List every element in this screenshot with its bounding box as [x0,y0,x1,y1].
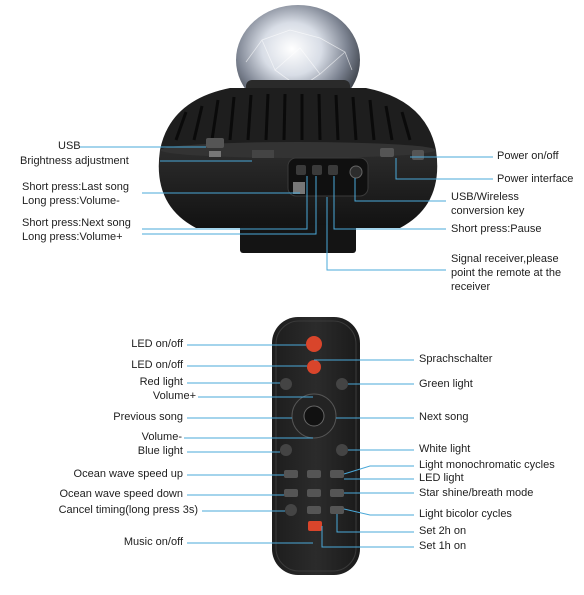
label-power-on-off: Power on/off [497,150,559,162]
label-light-monochromatic-cycles: Light monochromatic cycles [419,459,555,471]
label-short-press-next-song: Short press:Next song [22,217,131,229]
label-ocean-wave-speed-down: Ocean wave speed down [59,488,183,500]
label-set-2h-on: Set 2h on [419,525,467,537]
speaker-leader-lines [80,146,493,271]
label-star-shine-breath-mode: Star shine/breath mode [419,487,534,499]
speaker-device [158,5,438,253]
label-point-remote: point the remote at the [451,267,562,279]
label-signal-receiver: Signal receiver,please [451,253,559,265]
label-led-light: LED light [419,472,464,484]
label-long-press-volume-down: Long press:Volume- [22,195,120,207]
label-long-press-volume-up: Long press:Volume+ [22,231,123,243]
label-volume-up: Volume+ [152,390,196,402]
remote-leader-lines [184,344,414,548]
label-ocean-wave-speed-up: Ocean wave speed up [73,468,183,480]
label-short-press-last-song: Short press:Last song [22,181,130,193]
label-light-bicolor-cycles: Light bicolor cycles [419,508,512,520]
label-led-on-off-1: LED on/off [131,338,183,350]
label-music-on-off: Music on/off [123,536,183,548]
label-white-light: White light [419,443,471,455]
label-power-interface: Power interface [497,173,574,185]
label-previous-song: Previous song [113,411,183,423]
label-conversion-key: conversion key [451,205,525,217]
label-short-press-pause: Short press:Pause [451,223,542,235]
label-next-song: Next song [419,411,469,423]
label-usb: USB [58,140,81,152]
label-set-1h-on: Set 1h on [419,540,467,552]
label-usb-wireless: USB/Wireless [451,191,519,203]
remote-control [272,317,360,575]
label-sprachschalter: Sprachschalter [419,353,493,365]
label-red-light: Red light [139,376,183,388]
label-green-light: Green light [419,378,473,390]
label-cancel-timing: Cancel timing(long press 3s) [58,504,198,516]
label-volume-down: Volume- [141,431,182,443]
label-led-on-off-2: LED on/off [131,359,183,371]
label-receiver: receiver [451,281,491,293]
label-blue-light: Blue light [137,445,183,457]
label-brightness-adjustment: Brightness adjustment [20,155,129,167]
